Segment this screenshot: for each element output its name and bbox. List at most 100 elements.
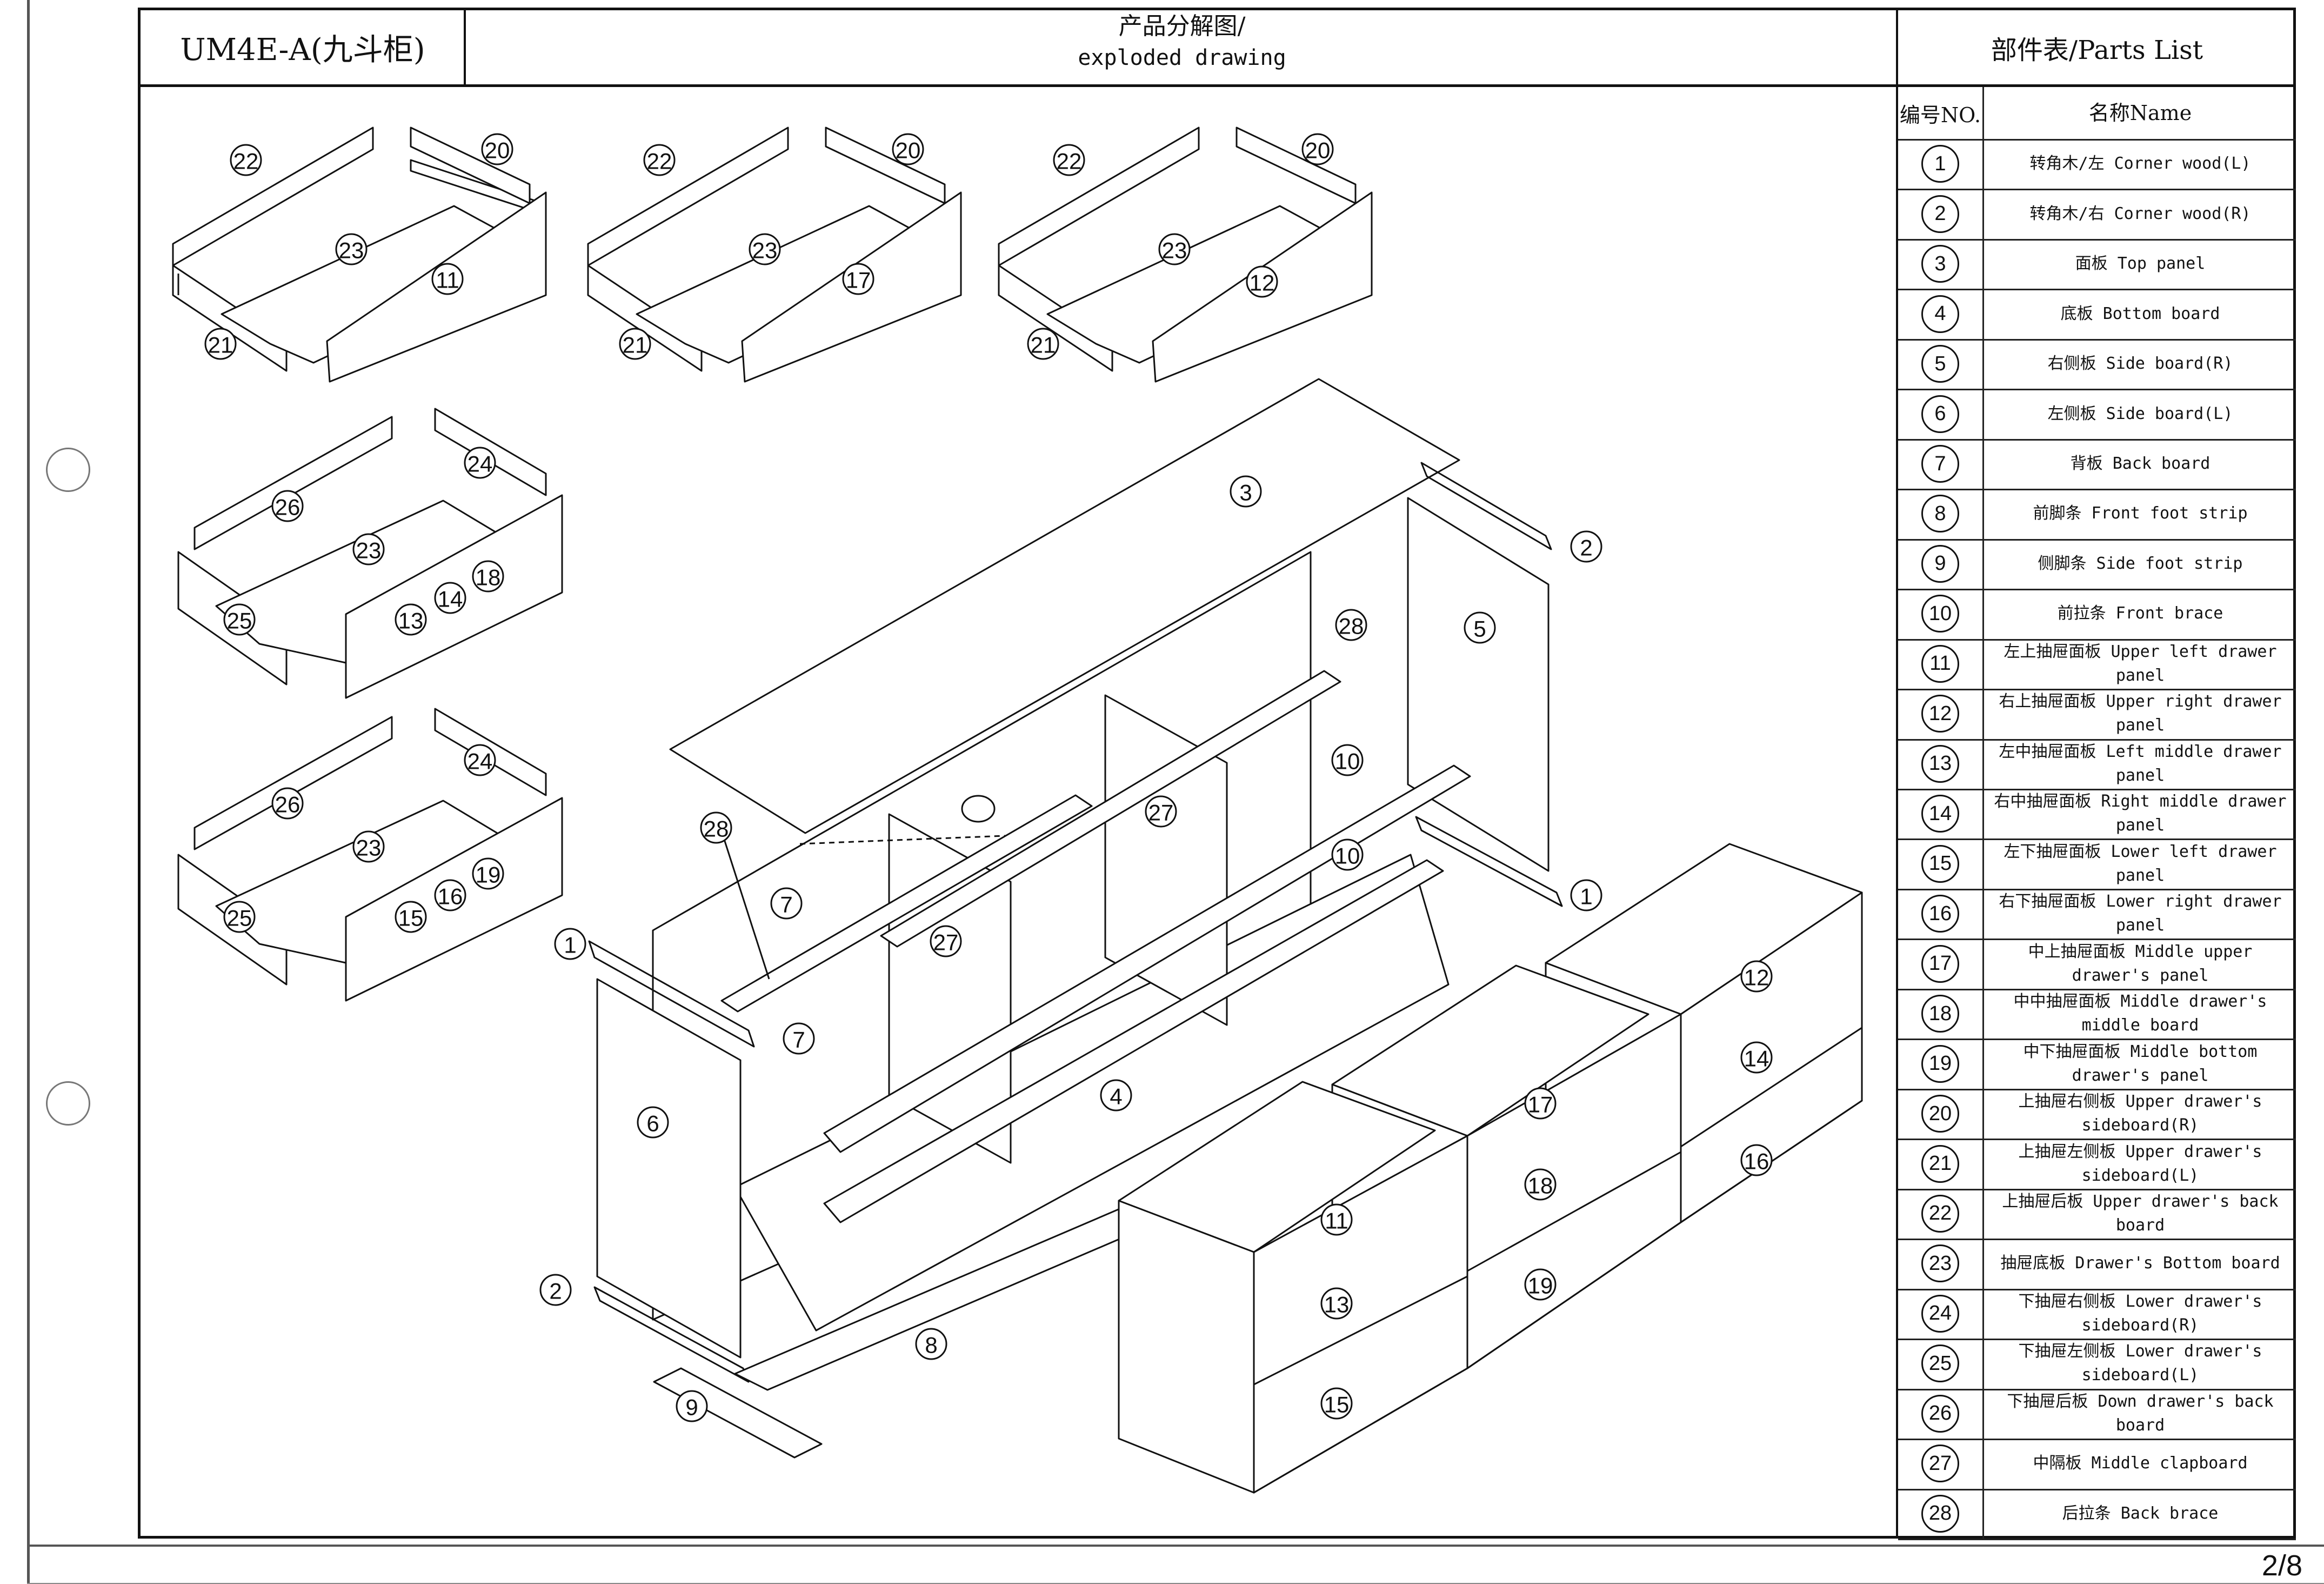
- part-number-cell: 1: [1898, 139, 1984, 189]
- callout-24: 24: [464, 447, 496, 479]
- part-name: 左下抽屉面板 Lower left drawer panel: [2004, 842, 2277, 885]
- callout-23: 23: [1158, 233, 1191, 265]
- part-name: 下抽屉后板 Down drawer's back board: [2007, 1392, 2274, 1435]
- part-name: 前拉条 Front brace: [2057, 604, 2223, 623]
- part-name: 右上抽屉面板 Upper right drawer panel: [1999, 692, 2282, 735]
- callout-13: 13: [395, 603, 427, 636]
- callout-12: 12: [1246, 265, 1278, 298]
- page-number: 2/8: [2261, 1549, 2302, 1582]
- part-number: 13: [1921, 744, 1959, 783]
- footer-rule-lower: [27, 1583, 2324, 1584]
- part-number: 10: [1921, 595, 1959, 633]
- part-number-cell: 18: [1898, 988, 1984, 1039]
- part-number: 7: [1921, 445, 1959, 483]
- part-number-cell: 11: [1898, 638, 1984, 689]
- callout-7: 7: [783, 1022, 815, 1055]
- drawing-sheet: [138, 8, 2296, 1539]
- callout-3-text: 3: [1239, 480, 1252, 505]
- part-name: 底板 Bottom board: [2060, 304, 2220, 323]
- callout-25: 25: [223, 603, 256, 636]
- callout-16-text: 16: [438, 884, 463, 909]
- callout-22: 22: [230, 144, 262, 176]
- callout-13: 13: [1320, 1287, 1353, 1320]
- title-separator: [1896, 8, 1898, 87]
- callout-24-text: 24: [468, 749, 493, 774]
- callout-15: 15: [395, 901, 427, 933]
- callout-6-text: 6: [646, 1111, 659, 1136]
- callout-23: 23: [352, 830, 385, 863]
- part-number-cell: 28: [1898, 1488, 1984, 1539]
- callout-24-text: 24: [468, 451, 493, 477]
- part-number-cell: 27: [1898, 1439, 1984, 1489]
- callout-14: 14: [1740, 1041, 1773, 1074]
- callout-12: 12: [1740, 960, 1773, 993]
- part-number: 20: [1921, 1095, 1959, 1133]
- callout-26-text: 26: [275, 495, 300, 520]
- part-number: 17: [1921, 944, 1959, 983]
- callout-23-text: 23: [752, 238, 778, 263]
- part-number-cell: 9: [1898, 538, 1984, 589]
- part-number: 8: [1921, 495, 1959, 533]
- callout-22-text: 22: [1057, 149, 1082, 174]
- part-name: 抽屉底板 Drawer's Bottom board: [2000, 1254, 2280, 1273]
- callout-19: 19: [1524, 1268, 1557, 1301]
- part-name: 转角木/右 Corner wood(R): [2029, 204, 2251, 223]
- callout-10: 10: [1331, 838, 1364, 871]
- callout-18: 18: [472, 560, 504, 593]
- part-name: 侧脚条 Side foot strip: [2038, 554, 2243, 573]
- part-name: 下抽屉左侧板 Lower drawer's sideboard(L): [2018, 1342, 2262, 1385]
- callout-1-text: 1: [564, 933, 576, 958]
- part-number-cell: 23: [1898, 1239, 1984, 1289]
- part-number-cell: 26: [1898, 1388, 1984, 1439]
- part-name: 后拉条 Back brace: [2062, 1503, 2219, 1523]
- title-band: [138, 8, 2296, 87]
- callout-16-text: 16: [1744, 1149, 1769, 1174]
- callout-2: 2: [539, 1274, 572, 1306]
- callout-13-text: 13: [1324, 1292, 1350, 1317]
- part-number: 23: [1921, 1244, 1959, 1283]
- callout-4-text: 4: [1110, 1084, 1122, 1109]
- part-name: 下抽屉右侧板 Lower drawer's sideboard(R): [2018, 1292, 2262, 1335]
- exploded-drawing: 22 20 23 11 21 22 20 23 17 21 22 20 23 1…: [172, 127, 1863, 1494]
- callout-8-text: 8: [925, 1333, 937, 1358]
- column-header-name: 名称Name: [2088, 101, 2192, 125]
- callout-27-text: 27: [1148, 800, 1174, 826]
- part-number-cell: 17: [1898, 939, 1984, 989]
- part-number-cell: 13: [1898, 738, 1984, 789]
- callout-2-text: 2: [1580, 535, 1592, 561]
- callout-25: 25: [223, 901, 256, 933]
- part-number: 28: [1921, 1494, 1959, 1533]
- callout-23: 23: [352, 533, 385, 565]
- callout-1: 1: [554, 928, 586, 960]
- part-number-cell: 2: [1898, 189, 1984, 239]
- part-name: 转角木/左 Corner wood(L): [2029, 154, 2251, 174]
- part-number: 15: [1921, 844, 1959, 883]
- callout-18: 18: [1524, 1168, 1557, 1201]
- callout-15-text: 15: [398, 906, 424, 931]
- callout-25-text: 25: [227, 906, 252, 931]
- callout-20-text: 20: [485, 138, 510, 163]
- callout-3: 3: [1230, 475, 1262, 508]
- callout-2: 2: [1570, 530, 1602, 563]
- callout-28: 28: [700, 811, 732, 844]
- callout-4: 4: [1100, 1079, 1132, 1112]
- part-number-cell: 19: [1898, 1039, 1984, 1089]
- callout-8: 8: [915, 1328, 947, 1360]
- callout-20-text: 20: [896, 138, 921, 163]
- callout-28-text: 28: [1339, 614, 1364, 639]
- part-name: 上抽屉后板 Upper drawer's back board: [2002, 1192, 2279, 1235]
- callout-19-text: 19: [1528, 1273, 1553, 1299]
- part-number-cell: 12: [1898, 689, 1984, 739]
- callout-21-text: 21: [623, 332, 648, 358]
- callout-labels: 22 20 23 11 21 22 20 23 17 21 22 20 23 1…: [204, 133, 1773, 1422]
